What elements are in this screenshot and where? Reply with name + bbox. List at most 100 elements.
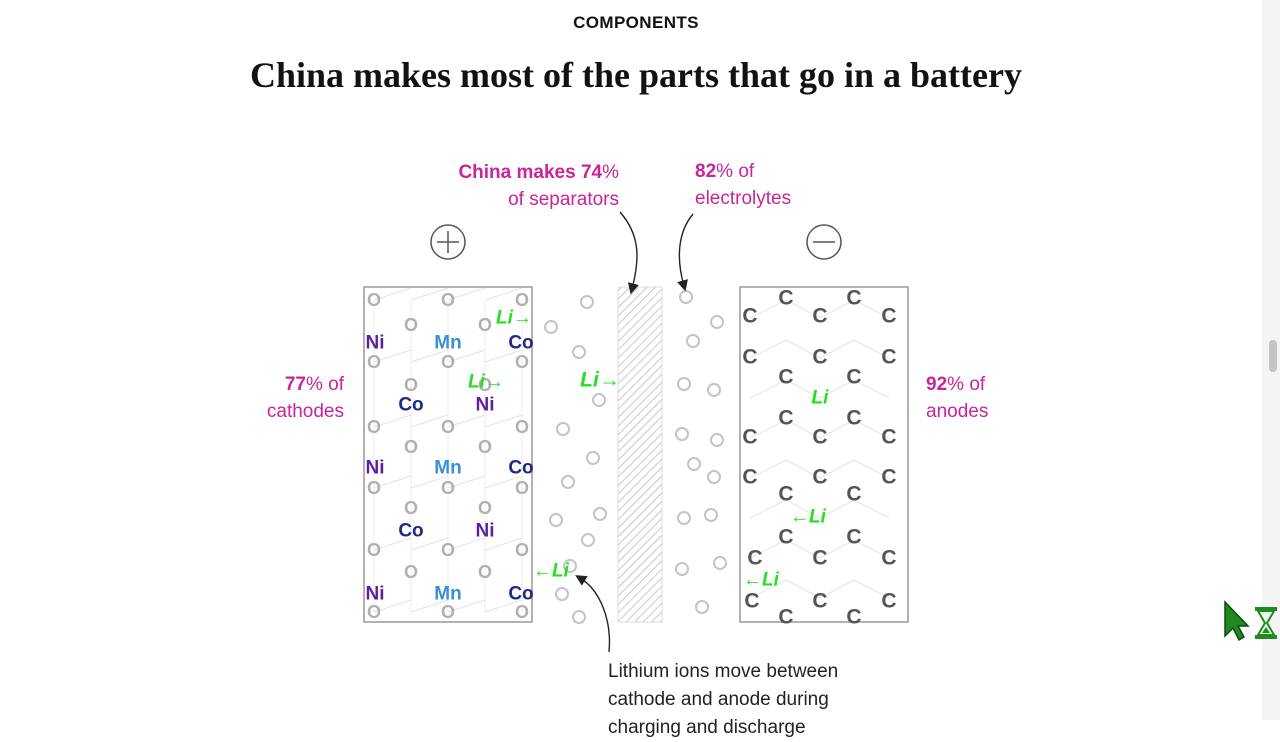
carbon-atom: C	[846, 483, 861, 506]
lattice-bond	[410, 287, 449, 301]
electrolyte-particle	[544, 320, 558, 334]
electrolyte-particle	[555, 587, 569, 601]
carbon-atom: C	[744, 590, 759, 613]
oxygen-atom: O	[478, 562, 492, 582]
separators-line2: of separators	[508, 189, 619, 210]
oxygen-atom: O	[478, 315, 492, 335]
graphite-bond	[749, 339, 787, 359]
carbon-atom: C	[778, 366, 793, 389]
graphite-bond	[749, 539, 787, 559]
electrolyte-particle	[713, 556, 727, 570]
oxygen-atom: O	[515, 602, 529, 622]
separators-bold: China makes 74	[458, 162, 603, 183]
oxygen-atom: O	[515, 540, 529, 560]
electrolyte-particle	[675, 562, 689, 576]
graphite-bond	[749, 459, 787, 479]
negative-terminal-icon	[806, 224, 842, 260]
graphite-bond	[749, 299, 787, 319]
caption-line2: cathode and anode during	[608, 689, 829, 710]
electrolyte-particles	[544, 290, 727, 624]
oxygen-atom: O	[478, 437, 492, 457]
lithium-ion-labels: Li→Li→Li→←Li←Li←Li	[468, 308, 827, 591]
oxygen-atom: O	[404, 437, 418, 457]
lattice-bond	[373, 475, 412, 489]
lattice-bond	[447, 599, 486, 613]
oxygen-atom: O	[441, 417, 455, 437]
hourglass-icon	[1255, 607, 1277, 639]
lattice-bond	[373, 599, 412, 613]
lattice-bond	[447, 475, 486, 489]
li-ion-left: ←Li	[533, 561, 570, 582]
mouse-pointer-icon	[1224, 600, 1250, 642]
lattice-bond	[410, 475, 449, 489]
lattice-bond	[373, 537, 412, 551]
carbon-atom: C	[812, 466, 827, 489]
carbon-atom: C	[812, 305, 827, 328]
metal-atom-co: Co	[508, 584, 533, 605]
metal-atom-co: Co	[508, 458, 533, 479]
electrolyte-particle	[581, 533, 595, 547]
oxygen-atom: O	[367, 290, 381, 310]
carbon-atom: C	[846, 287, 861, 310]
carbon-atom: C	[846, 606, 861, 629]
carbon-atom: C	[742, 466, 757, 489]
graphite-bond	[785, 579, 821, 599]
graphite-bond	[853, 299, 890, 319]
carbon-atom: C	[812, 346, 827, 369]
carbon-atom: C	[881, 346, 896, 369]
graphite-bond	[819, 459, 855, 479]
electrolyte-particle	[710, 433, 724, 447]
metal-atom-ni: Ni	[366, 458, 385, 479]
electrolyte-particle	[675, 427, 689, 441]
oxygen-atom: O	[367, 417, 381, 437]
graphite-bond	[785, 539, 821, 559]
oxygen-atom: O	[441, 290, 455, 310]
lattice-bond	[447, 349, 486, 363]
graphite-bond	[853, 539, 890, 559]
scrollbar-thumb[interactable]	[1269, 340, 1277, 372]
carbon-atom: C	[742, 346, 757, 369]
graphite-bond	[819, 379, 855, 399]
carbon-atom: C	[812, 547, 827, 570]
electrolyte-particle	[561, 475, 575, 489]
anode-box	[739, 286, 909, 623]
lattice-bond	[484, 287, 523, 301]
electrolyte-particle	[677, 377, 691, 391]
graphite-bond	[853, 499, 890, 519]
metal-atom-co: Co	[398, 521, 423, 542]
electrolyte-particle	[572, 345, 586, 359]
lattice-bond	[373, 414, 412, 428]
cathodes-line2: cathodes	[266, 401, 344, 422]
lattice-bond	[410, 349, 449, 363]
oxygen-atom: O	[515, 417, 529, 437]
oxygen-atom: O	[478, 498, 492, 518]
oxygen-atom: O	[404, 375, 418, 395]
carbon-atom: C	[778, 407, 793, 430]
caption-line1: Lithium ions move between	[608, 661, 839, 682]
li-ion-right: Li→	[580, 369, 620, 392]
anodes-rest: % of	[947, 374, 986, 395]
lattice-bond	[447, 287, 486, 301]
graphite-bond	[785, 459, 821, 479]
metal-atom-co: Co	[508, 333, 533, 354]
carbon-atom: C	[742, 305, 757, 328]
carbon-atom: C	[881, 547, 896, 570]
electrolyte-particle	[586, 451, 600, 465]
oxygen-atom: O	[478, 375, 492, 395]
oxygen-atom: O	[441, 478, 455, 498]
graphite-bond	[853, 379, 890, 399]
graphite-bond	[749, 419, 787, 439]
electrolyte-particle	[556, 422, 570, 436]
carbon-atom: C	[742, 426, 757, 449]
page-scrollbar[interactable]	[1262, 0, 1280, 720]
electrolyte-pointer-arrow	[677, 213, 694, 292]
graphite-bond	[853, 339, 890, 359]
carbon-atom: C	[846, 366, 861, 389]
oxygen-atom: O	[367, 540, 381, 560]
section-kicker: COMPONENTS	[573, 13, 699, 32]
graphite-bond	[853, 579, 890, 599]
electrolyte-particle	[704, 508, 718, 522]
carbon-atom: C	[846, 526, 861, 549]
cathodes-bold: 77	[284, 374, 306, 395]
